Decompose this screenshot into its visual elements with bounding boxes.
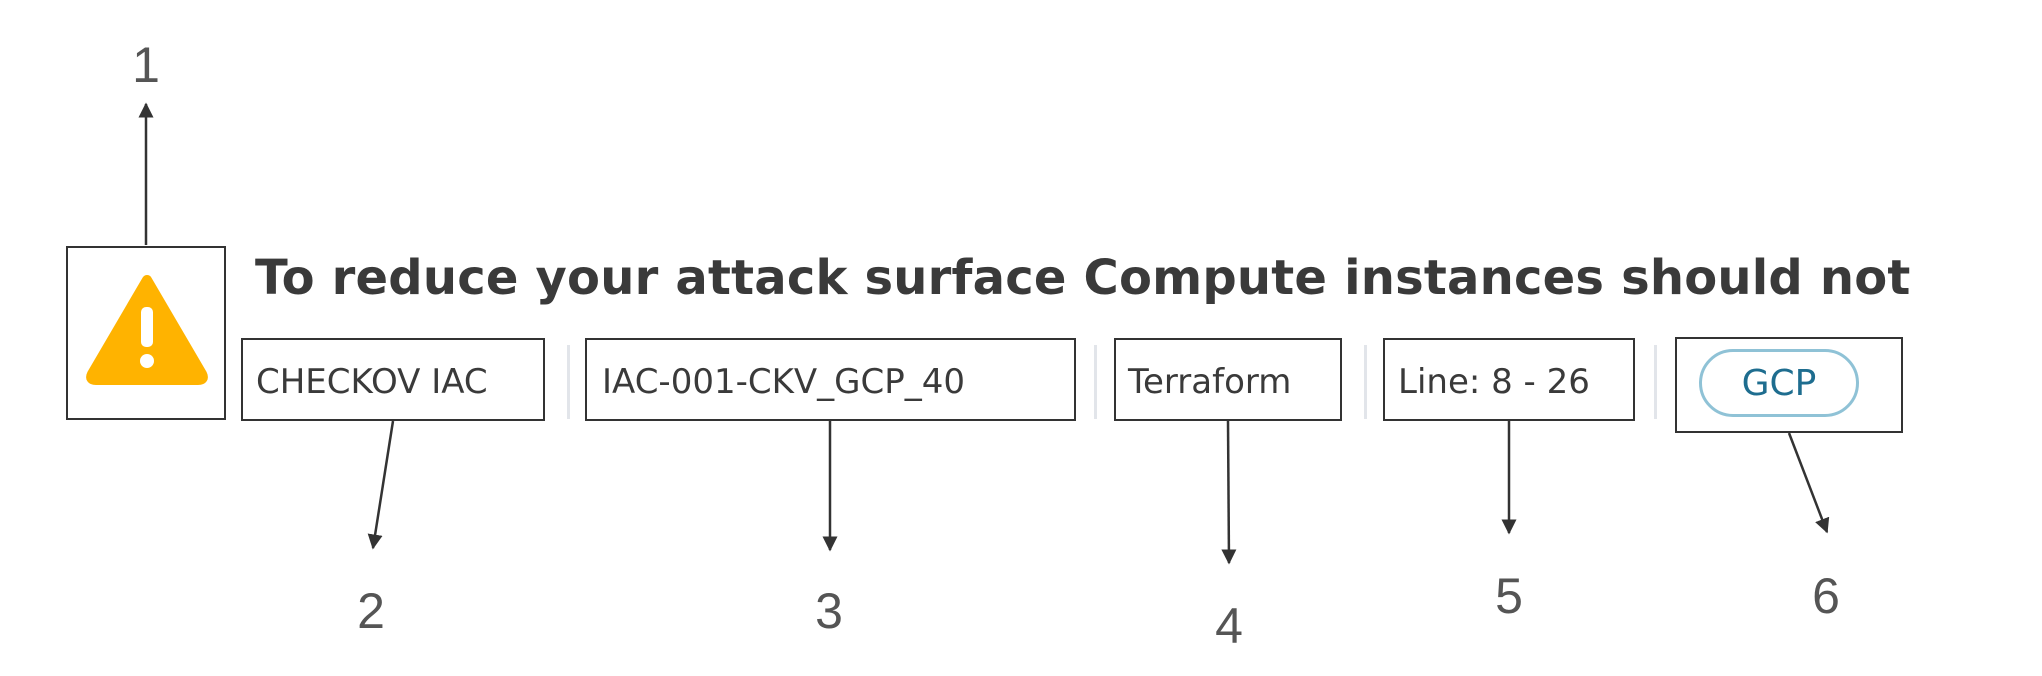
callout-box-1 (66, 246, 226, 420)
warning-triangle-icon (86, 275, 208, 385)
separator (1364, 345, 1367, 419)
callout-box-2 (241, 338, 545, 421)
framework-label: Terraform (1128, 362, 1292, 402)
separator (1654, 345, 1657, 419)
callout-number-4: 4 (1215, 598, 1243, 654)
finding-title: To reduce your attack surface Compute in… (255, 250, 1911, 306)
callout-box-5 (1383, 338, 1635, 421)
callout-box-6 (1675, 337, 1903, 433)
callout-box-3 (585, 338, 1076, 421)
callout-box-4 (1114, 338, 1342, 421)
callout-number-6: 6 (1812, 568, 1840, 624)
callout-arrow-2 (367, 420, 395, 550)
callout-number-3: 3 (815, 583, 843, 639)
scanner-label: CHECKOV IAC (256, 362, 488, 402)
callout-number-5: 5 (1495, 568, 1523, 624)
callout-number-2: 2 (357, 583, 385, 639)
callout-arrow-6 (1787, 432, 1830, 534)
callout-arrow-4 (1221, 420, 1237, 565)
policy-id-label: IAC-001-CKV_GCP_40 (602, 362, 966, 402)
separator (1094, 345, 1097, 419)
callout-number-1: 1 (132, 37, 160, 93)
line-range-label: Line: 8 - 26 (1398, 362, 1590, 402)
cloud-provider-badge: GCP (1699, 349, 1859, 417)
separator (567, 345, 570, 419)
